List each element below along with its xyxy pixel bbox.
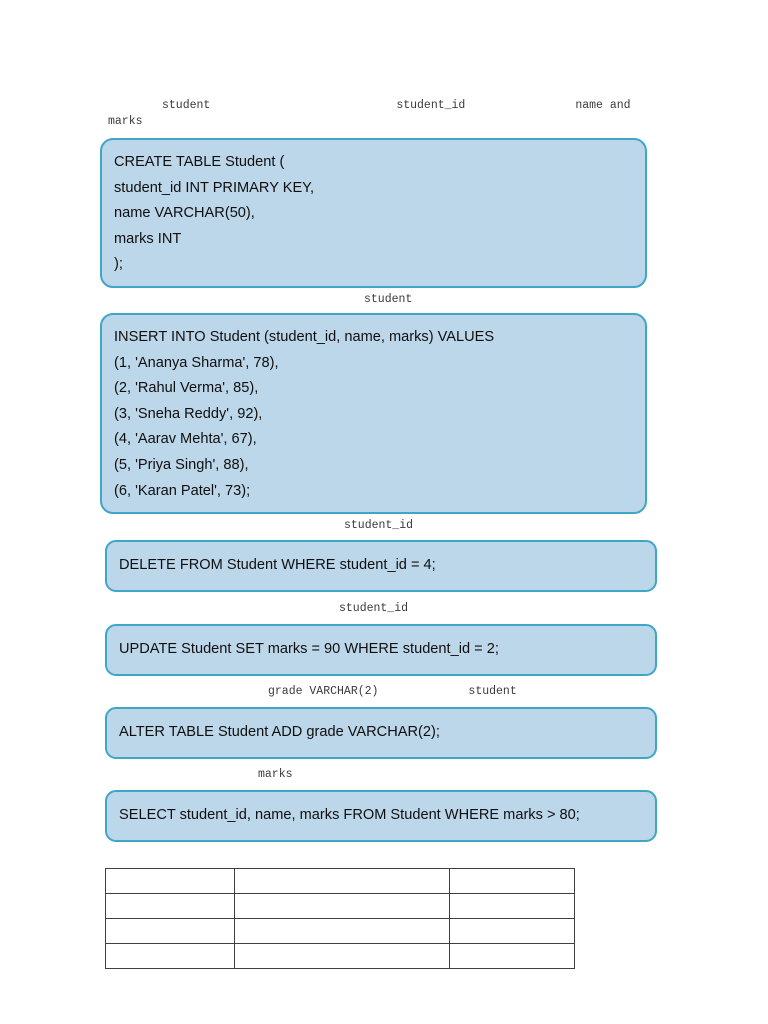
table-row[interactable] [105,918,575,944]
heading-token-student: student [162,99,211,112]
code-box-update-row[interactable]: UPDATE Student SET marks = 90 WHERE stud… [105,624,657,676]
code-line: (5, 'Priya Singh', 88), [114,456,249,473]
result-table[interactable] [105,868,575,969]
code-line: name VARCHAR(50), [114,205,255,222]
table-cell[interactable] [234,868,450,894]
code-line: CREATE TABLE Student ( [114,154,285,170]
caption-delete-section: student_id [344,519,414,532]
table-cell[interactable] [449,918,575,944]
code-line: UPDATE Student SET marks = 90 WHERE stud… [119,641,499,657]
table-row[interactable] [105,868,575,894]
code-line: (4, 'Aarav Mehta', 67), [114,431,257,448]
code-box-insert-rows[interactable]: INSERT INTO Student (student_id, name, m… [100,313,647,515]
code-line: INSERT INTO Student (student_id, name, m… [114,329,495,345]
table-row[interactable] [105,893,575,919]
caption-insert-section: student [364,293,413,306]
document-heading: student student_id name and marks [0,98,768,130]
heading-token-marks: marks [108,115,143,128]
code-line: student_id INT PRIMARY KEY, [114,179,315,196]
table-row[interactable] [105,943,575,969]
heading-line-1: student student_id name and [0,98,768,114]
table-cell[interactable] [105,893,235,919]
heading-token-name-and: name and [575,99,631,112]
code-line: ); [114,256,123,273]
caption-token-student: student [468,685,517,698]
code-line: (2, 'Rahul Verma', 85), [114,380,259,397]
code-line: marks INT [114,230,182,247]
caption-select-section: marks [258,768,293,781]
table-cell[interactable] [234,918,450,944]
table-cell[interactable] [449,893,575,919]
code-line: (1, 'Ananya Sharma', 78), [114,354,279,371]
table-cell[interactable] [105,943,235,969]
table-cell[interactable] [234,893,450,919]
caption-alter-section: grade VARCHAR(2) student [268,684,517,700]
table-cell[interactable] [449,943,575,969]
code-line: (6, 'Karan Patel', 73); [114,482,251,499]
table-cell[interactable] [105,868,235,894]
caption-token-grade-varchar: grade VARCHAR(2) [268,685,379,698]
code-line: DELETE FROM Student WHERE student_id = 4… [119,557,436,573]
result-table-body [105,868,575,969]
code-line: SELECT student_id, name, marks FROM Stud… [119,807,580,823]
code-box-delete-row[interactable]: DELETE FROM Student WHERE student_id = 4… [105,540,657,592]
caption-update-section: student_id [339,602,409,615]
code-box-create-table[interactable]: CREATE TABLE Student ( student_id INT PR… [100,138,647,288]
table-cell[interactable] [234,943,450,969]
code-line: ALTER TABLE Student ADD grade VARCHAR(2)… [119,724,440,740]
code-box-select-rows[interactable]: SELECT student_id, name, marks FROM Stud… [105,790,657,842]
table-cell[interactable] [105,918,235,944]
code-box-alter-table[interactable]: ALTER TABLE Student ADD grade VARCHAR(2)… [105,707,657,759]
code-line: (3, 'Sneha Reddy', 92), [114,405,263,422]
table-cell[interactable] [449,868,575,894]
heading-line-2: marks [0,114,768,130]
heading-token-student-id: student_id [396,99,466,112]
